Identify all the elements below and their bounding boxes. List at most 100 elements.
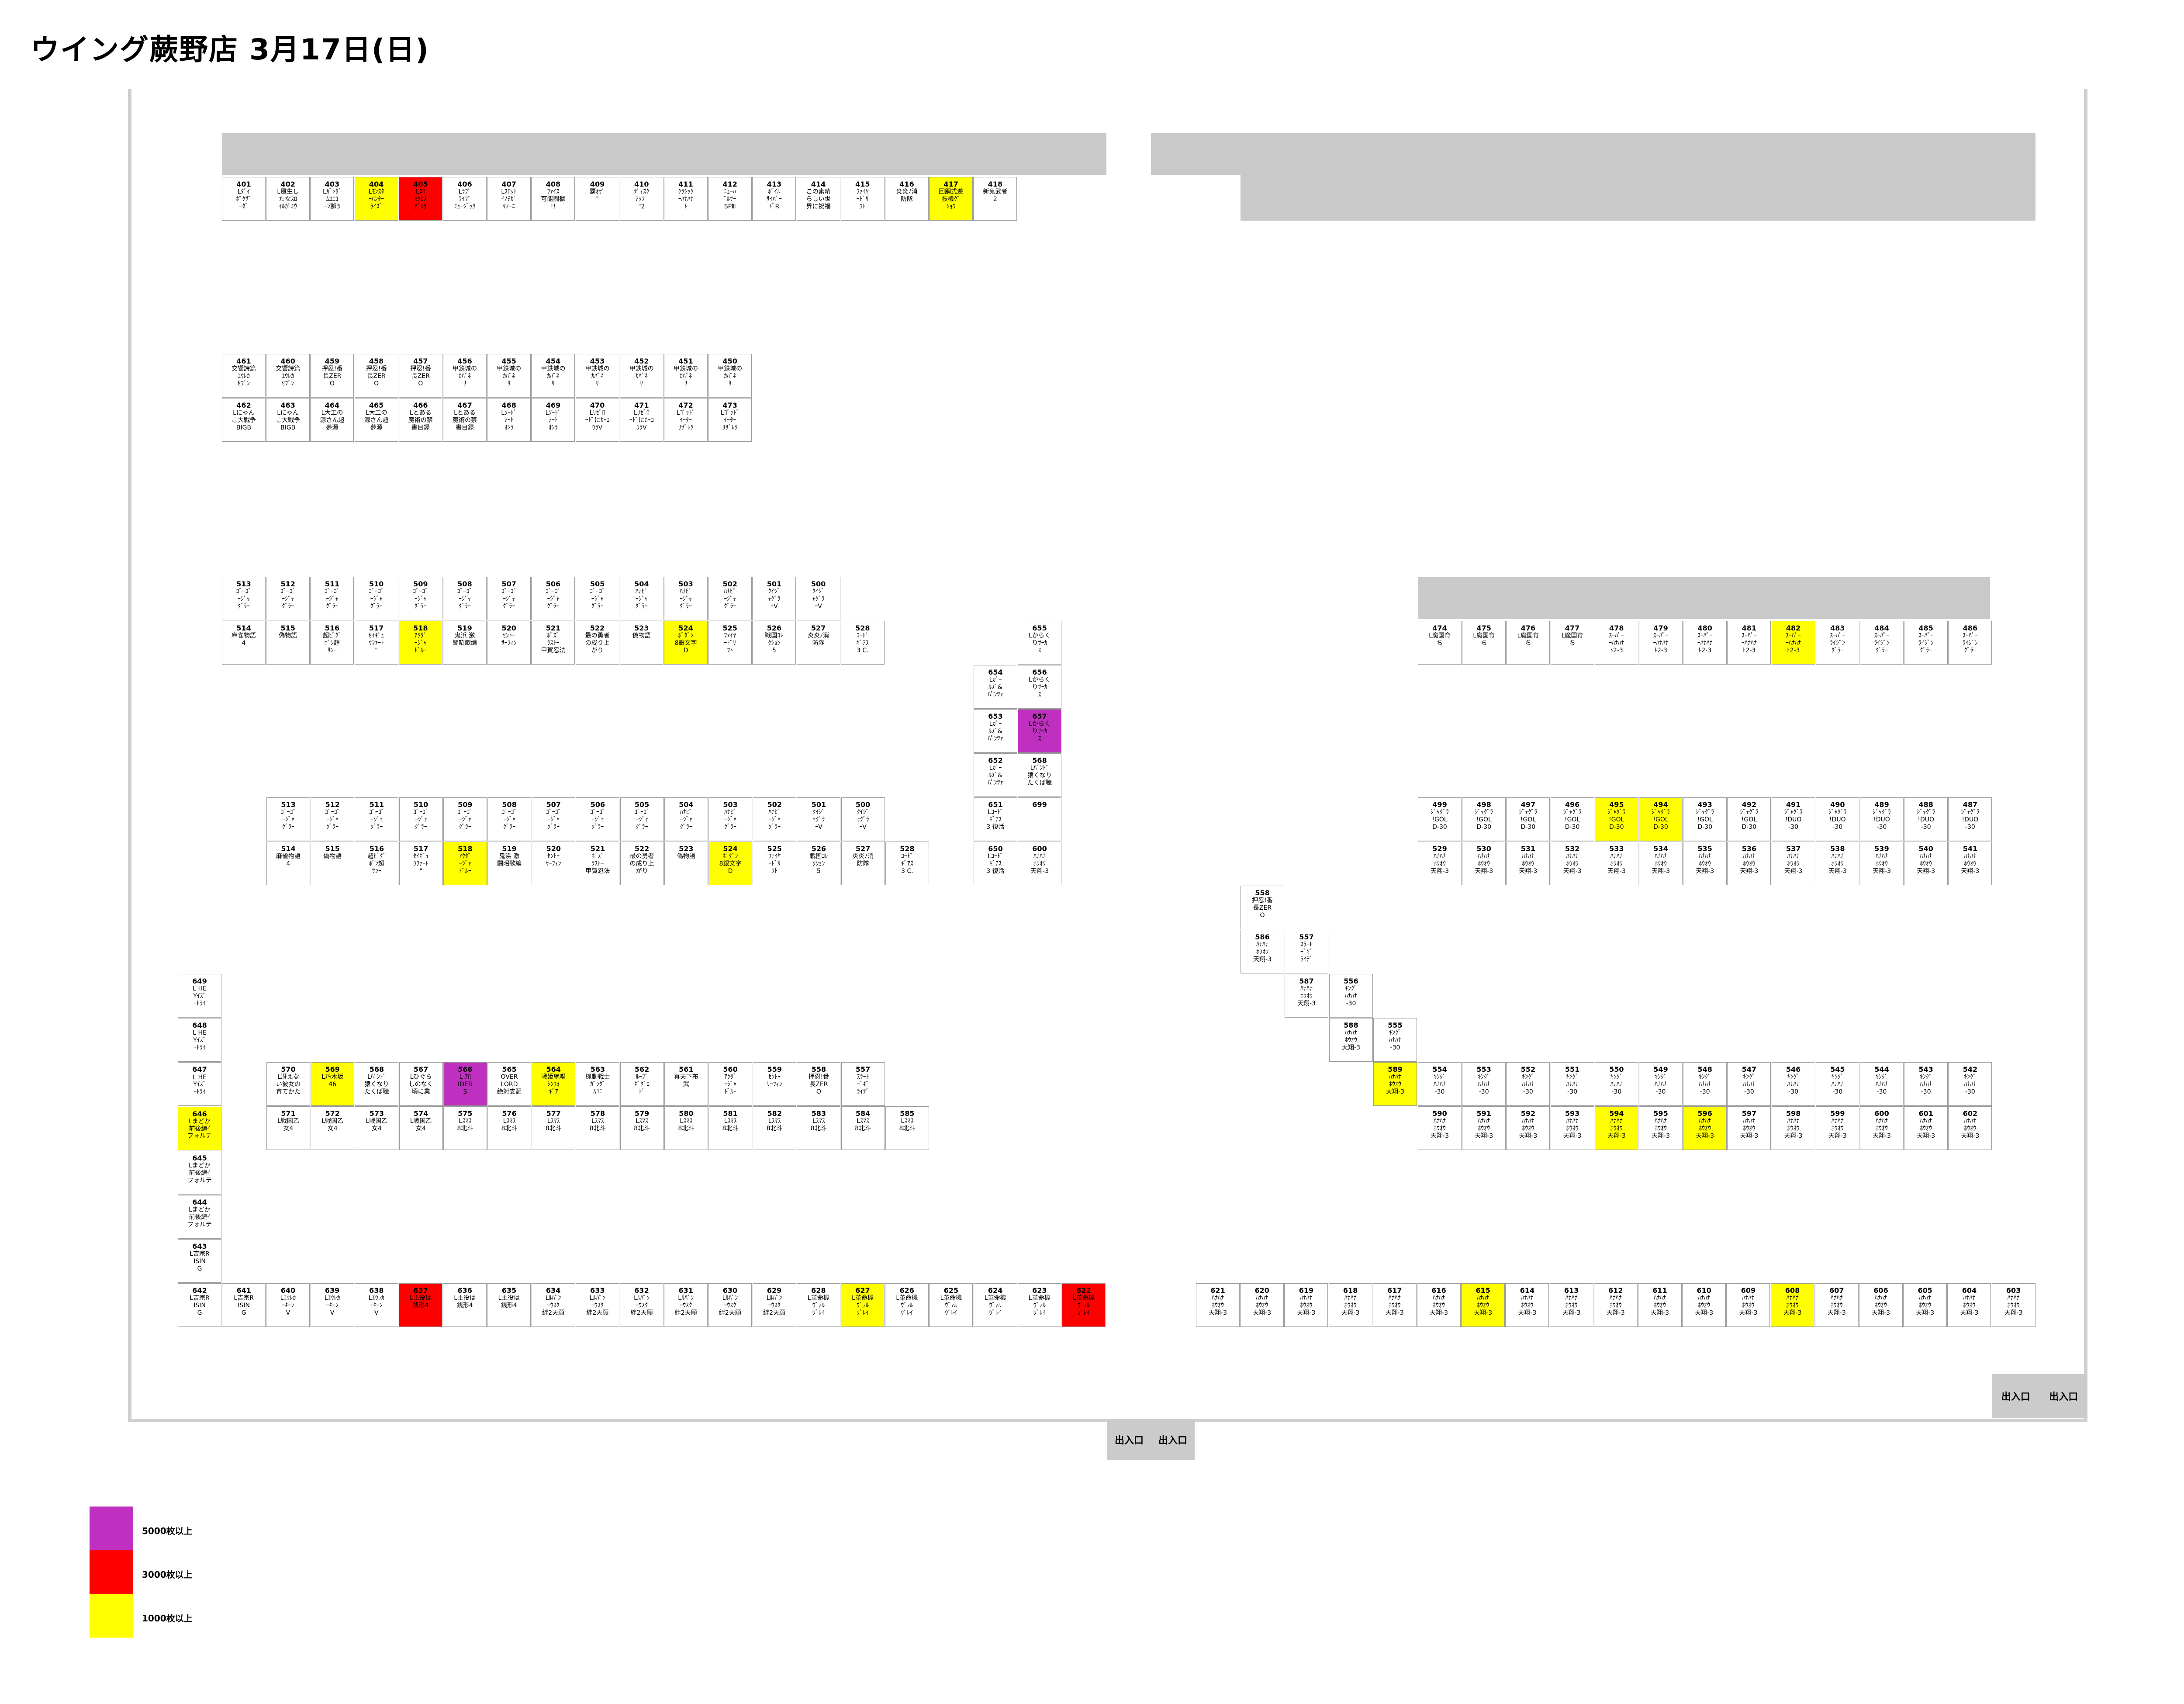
entrance-right[interactable]: 出入口 出入口 <box>1992 1374 2087 1418</box>
entrance-bottom[interactable]: 出入口 出入口 <box>1107 1419 1195 1460</box>
machine-699[interactable]: 699 <box>1018 797 1061 841</box>
